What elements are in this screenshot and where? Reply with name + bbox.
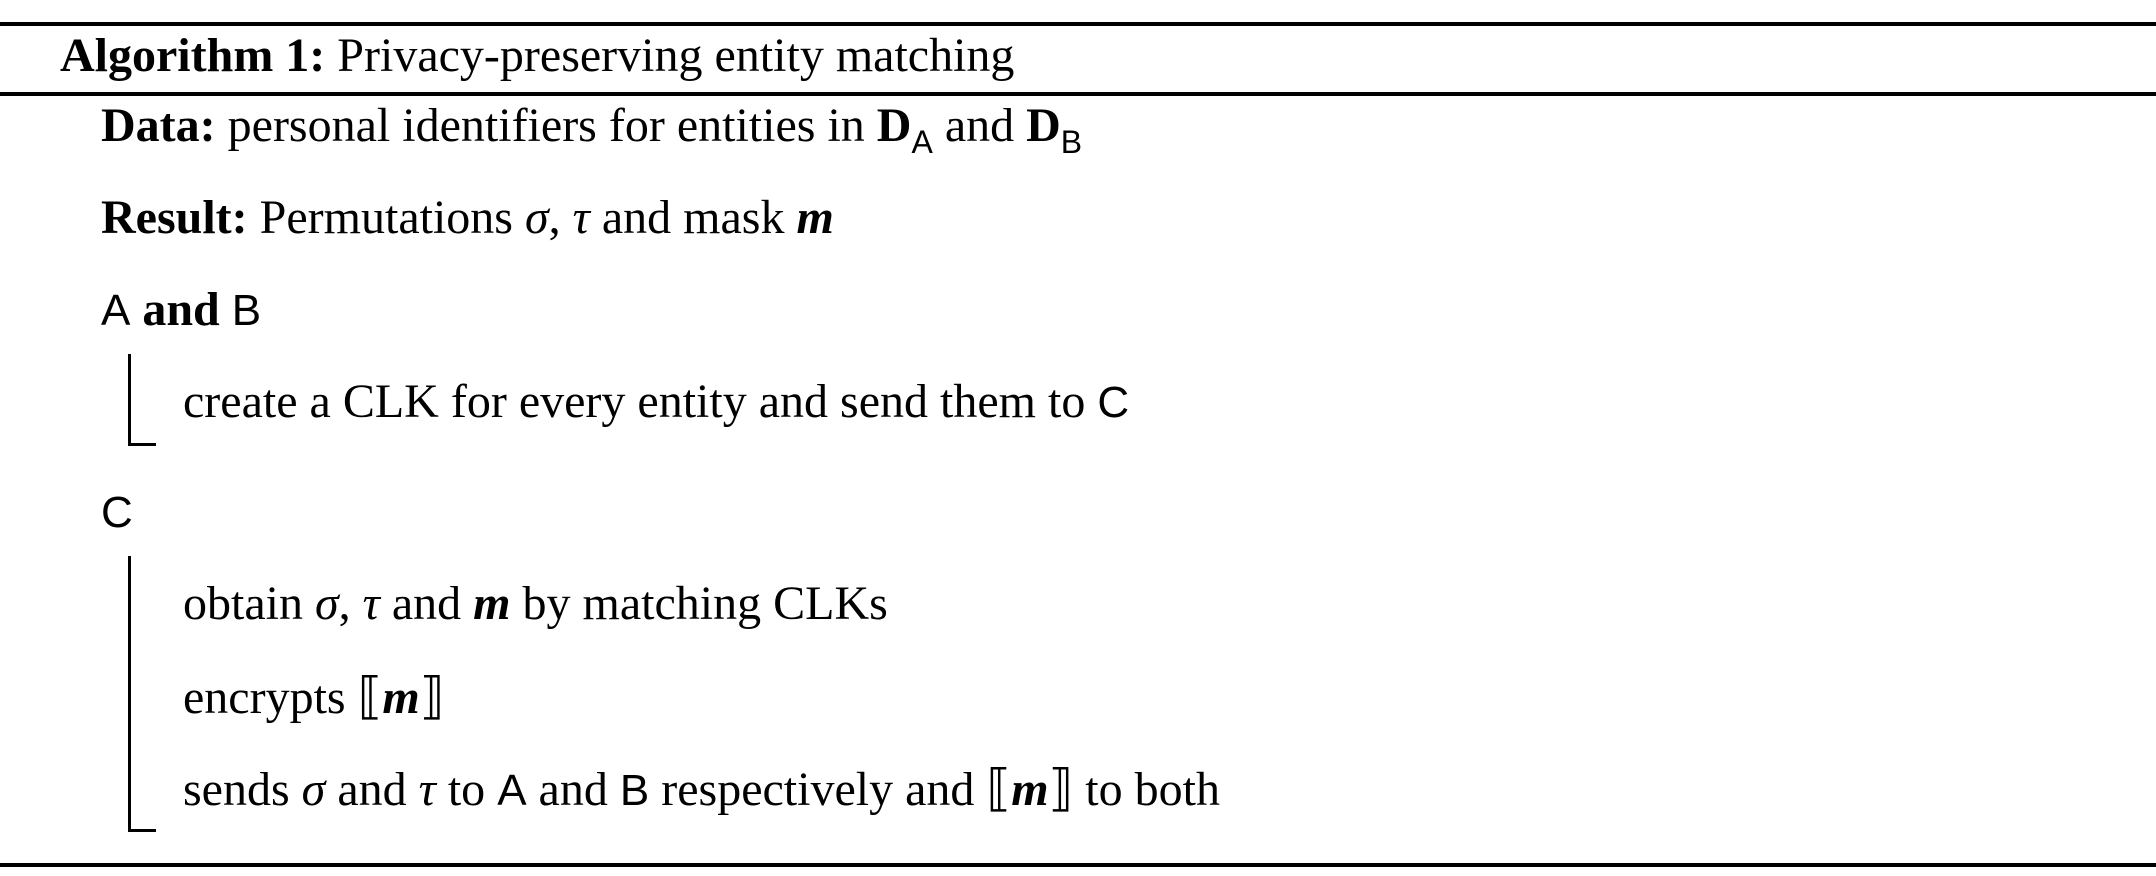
data-line: Data: personal identifiers for entities … [101,98,1083,160]
step-c1-obtain: obtain [183,577,303,630]
step-c3-respectively: respectively and [661,763,975,816]
party-b-ref: B [619,766,650,815]
m-symbol: m [796,191,834,244]
step-c1-and: and [391,577,462,630]
block-c-bar [128,556,131,832]
sigma-symbol: σ [301,763,326,816]
step-ab-line: create a CLK for every entity and send t… [183,374,1129,431]
step-c2-line: encrypts ⟦m⟧ [183,668,444,726]
data-keyword: Data: [101,99,216,152]
step-c3-and2: and [538,763,608,816]
party-a: A [101,286,131,335]
open-bracket: ⟦ [986,760,1012,816]
close-bracket: ⟧ [419,668,445,724]
data-text: personal identifiers for entities in [227,99,865,152]
party-and: and [142,283,220,336]
result-text: Permutations [259,191,513,244]
comma: , [338,577,351,630]
algorithm-title: Privacy-preserving entity matching [337,29,1015,82]
step-ab-text: create a CLK for every entity and send t… [183,375,1086,428]
m-symbol: m [1011,763,1049,816]
block-ab-foot [128,443,156,446]
comma: , [548,191,561,244]
algorithm-caption: Algorithm 1: Privacy-preserving entity m… [60,28,1014,84]
party-c-ref: C [1097,378,1130,427]
step-c3-rest: to both [1085,763,1220,816]
party-c: C [101,488,133,537]
bottom-rule [0,863,2156,867]
tau-symbol: τ [418,763,436,816]
m-symbol: m [473,577,511,630]
sigma-symbol: σ [524,191,549,244]
d-b-subscript: B [1060,124,1083,160]
data-conj: and [944,99,1015,152]
close-bracket: ⟧ [1048,760,1074,816]
party-b: B [231,286,262,335]
result-keyword: Result: [101,191,248,244]
step-c1-line: obtain σ, τ and m by matching CLKs [183,576,888,632]
step-c3-and1: and [337,763,407,816]
open-bracket: ⟦ [357,668,383,724]
result-and-mask: and mask [601,191,785,244]
top-rule [0,22,2156,26]
step-c2-text: encrypts [183,671,346,724]
algorithm-label: Algorithm 1: [60,29,326,82]
d-a-symbol: D [876,99,912,152]
sigma-symbol: σ [314,577,339,630]
party-c-line: C [101,484,133,541]
block-ab-bar [128,354,131,446]
result-line: Result: Permutations σ, τ and mask m [101,190,834,246]
tau-symbol: τ [362,577,380,630]
tau-symbol: τ [572,191,590,244]
header-rule [0,92,2156,96]
d-a-subscript: A [911,124,933,160]
block-c-foot [128,829,156,832]
step-c3-line: sends σ and τ to A and B respectively an… [183,760,1220,819]
step-c3-to: to [447,763,486,816]
d-b-symbol: D [1026,99,1061,152]
party-ab-line: A and B [101,282,261,339]
m-symbol: m [382,671,420,724]
step-c1-rest: by matching CLKs [522,577,888,630]
party-a-ref: A [497,766,527,815]
step-c3-sends: sends [183,763,290,816]
